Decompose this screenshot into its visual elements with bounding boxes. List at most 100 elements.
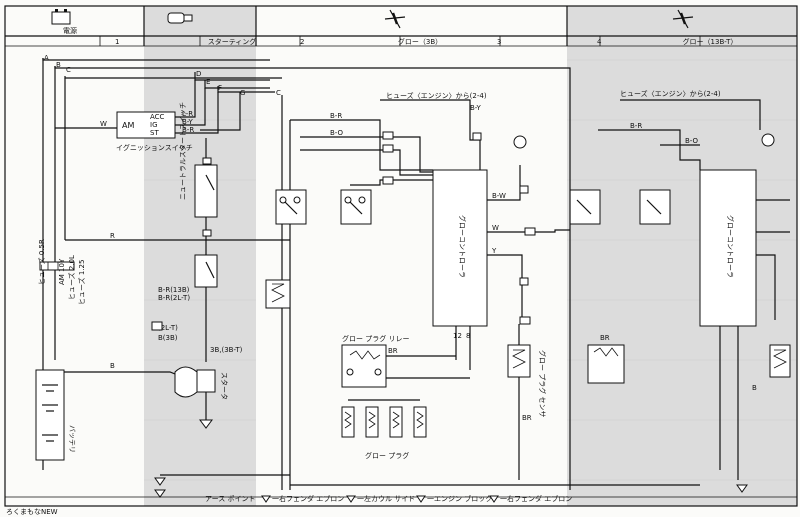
- column-number-4: 4: [597, 38, 602, 46]
- ignition-switch-label: イグニッションスイッチ: [116, 143, 193, 152]
- ignition-pos-st: ST: [150, 129, 159, 137]
- glow-indicator-lamp-13bt: [761, 133, 775, 147]
- fuse-am-label: AM 10Y: [58, 258, 66, 285]
- variant-note-br2lt: B-R(2L-T): [158, 294, 190, 302]
- legend-item-1: 一右フェンダ エプロン: [272, 494, 344, 503]
- glow-controller-label: グローコントローラ: [458, 215, 467, 278]
- wire-label-bo-top: B-O: [330, 129, 344, 137]
- header-title-power: 電源: [63, 26, 77, 35]
- glow-controller-13bt: グローコントローラ: [699, 169, 757, 327]
- glow-plug-label: グロー プラグ: [365, 451, 409, 460]
- wire-label-b-battery: B: [110, 362, 115, 370]
- glow-controller-13bt-label: グローコントローラ: [726, 215, 735, 278]
- fuse-engine-top-label: ヒューズ〈エンジン〉から(2-4): [386, 91, 487, 100]
- glow-relay-c: [265, 279, 291, 309]
- wire-label-br-relay: BR: [388, 347, 398, 355]
- fuse-engine-right-label: ヒューズ〈エンジン〉から(2-4): [620, 89, 721, 98]
- column-number-1: 1: [115, 38, 119, 46]
- connector-c1: [472, 132, 482, 141]
- row-letter-e: E: [206, 78, 210, 86]
- starter-label: スタータ: [220, 372, 229, 400]
- wire-label-bw: B-W: [492, 192, 506, 200]
- connector-h1: [202, 157, 212, 165]
- ignition-pos-acc: ACC: [150, 113, 165, 121]
- column-number-2: 2: [300, 38, 304, 46]
- variant-note-2lt: (2L-T): [158, 324, 178, 332]
- starter-icon: [167, 12, 193, 24]
- connector-e1: [151, 321, 163, 331]
- sheet-border: [4, 5, 798, 507]
- glow-controller: グローコントローラ 12 8: [432, 169, 488, 340]
- glow-relay-13bt-b: [639, 189, 671, 225]
- battery: バッテリ: [35, 369, 76, 461]
- section-shade-glow-13bt: [567, 6, 797, 506]
- row-letter-c2: C: [276, 89, 281, 97]
- ignition-pos-ig: IG: [150, 121, 158, 129]
- wire-label-br-13bt: B-R: [630, 122, 642, 130]
- glow-plug-sensor-13bt: [769, 344, 791, 378]
- wire-label-br-ig: B-R: [182, 126, 194, 134]
- variant-note-br13b: B-R(13B): [158, 286, 190, 294]
- wire-label-lr: L-R: [182, 110, 193, 118]
- ignition-switch: AM ACC IG ST イグニッションスイッチ: [116, 111, 193, 152]
- wire-label-br-13bt-relay: BR: [600, 334, 610, 342]
- glow-plug-sensor-label: グロー プラグ センサ: [538, 350, 547, 417]
- glow-relay-a: [275, 189, 307, 225]
- connector-b1: [382, 144, 394, 153]
- legend-earth-point: アース ポイント: [205, 495, 255, 503]
- controller-pin-8: 8: [466, 332, 470, 340]
- connector-b3: [519, 277, 529, 286]
- column-number-3: 3: [497, 38, 501, 46]
- row-letter-d: D: [196, 70, 201, 78]
- controller-pin-12: 12: [453, 332, 462, 340]
- starter-motor: スタータ: [174, 366, 229, 400]
- glow-plug-relay-13bt: [587, 344, 625, 384]
- glow-relay-b: [340, 189, 372, 225]
- row-letter-c: C: [66, 66, 71, 74]
- neutral-switch-label: ニュートラルスタートスイッチ: [178, 102, 187, 200]
- variant-note-b3b: B(3B): [158, 334, 178, 342]
- connector-k1: [524, 227, 536, 236]
- battery-icon: [51, 9, 71, 25]
- header-title-glow-13bt: グロー（13B-T）: [683, 37, 738, 46]
- row-letter-a: A: [44, 54, 49, 62]
- wire-label-by-top: B-Y: [470, 104, 481, 112]
- wire-label-by-ig: B-Y: [182, 118, 193, 126]
- fusible-link-block: ヒューズ 0.5R AM 10Y ヒューズ 2.0L ヒューズ 1.25: [37, 239, 86, 305]
- glow-plug-relay-label: グロー プラグ リレー: [342, 334, 409, 343]
- legend-item-3: 一エンジン ブロック: [427, 494, 492, 503]
- variant-note-3b: 3B,(3B-T): [210, 346, 243, 354]
- wire-label-w-ctrl: W: [492, 224, 499, 232]
- glow-plug-relay: グロー プラグ リレー: [341, 334, 409, 388]
- row-letter-g: G: [240, 89, 245, 97]
- legend-item-2: 一左カウル サイド: [357, 494, 415, 503]
- footer-note: ろくまもなNEW: [6, 508, 58, 516]
- connector-d1: [382, 131, 394, 140]
- fusible-link-1: ヒューズ 0.5R: [37, 239, 46, 285]
- fusible-link-3: ヒューズ 1.25: [77, 260, 86, 305]
- header-title-starting: スターティング: [208, 37, 257, 46]
- fusible-link-2: ヒューズ 2.0L: [67, 255, 76, 300]
- starter-relay-2: [194, 254, 218, 288]
- glow-plugs: グロー プラグ: [341, 399, 427, 460]
- legend-item-4: 一右フェンダ エプロン: [500, 494, 572, 503]
- wire-label-w-ig: W: [100, 120, 107, 128]
- ground-starter: [199, 419, 213, 429]
- row-letter-b: B: [56, 61, 61, 69]
- glow-plug-icon: [384, 9, 406, 29]
- glow-indicator-lamp: [513, 135, 527, 149]
- wire-label-bo-13bt: B-O: [685, 137, 699, 145]
- connector-h1b: [202, 229, 212, 237]
- ignition-am-label: AM: [122, 121, 134, 130]
- wire-label-br-sensor: BR: [522, 414, 532, 422]
- battery-label: バッテリ: [68, 425, 76, 453]
- wire-label-y-ctrl: Y: [491, 247, 497, 255]
- glow-plug-sensor: グロー プラグ センサ: [507, 344, 547, 417]
- ground-symbols: [154, 477, 748, 498]
- connector-b2: [382, 176, 394, 185]
- wire-label-r-bus: R: [110, 232, 115, 240]
- ground-legend: アース ポイント 一右フェンダ エプロン 一左カウル サイド 一エンジン ブロッ…: [205, 494, 572, 503]
- glow-plug-icon-13bt: [672, 9, 694, 29]
